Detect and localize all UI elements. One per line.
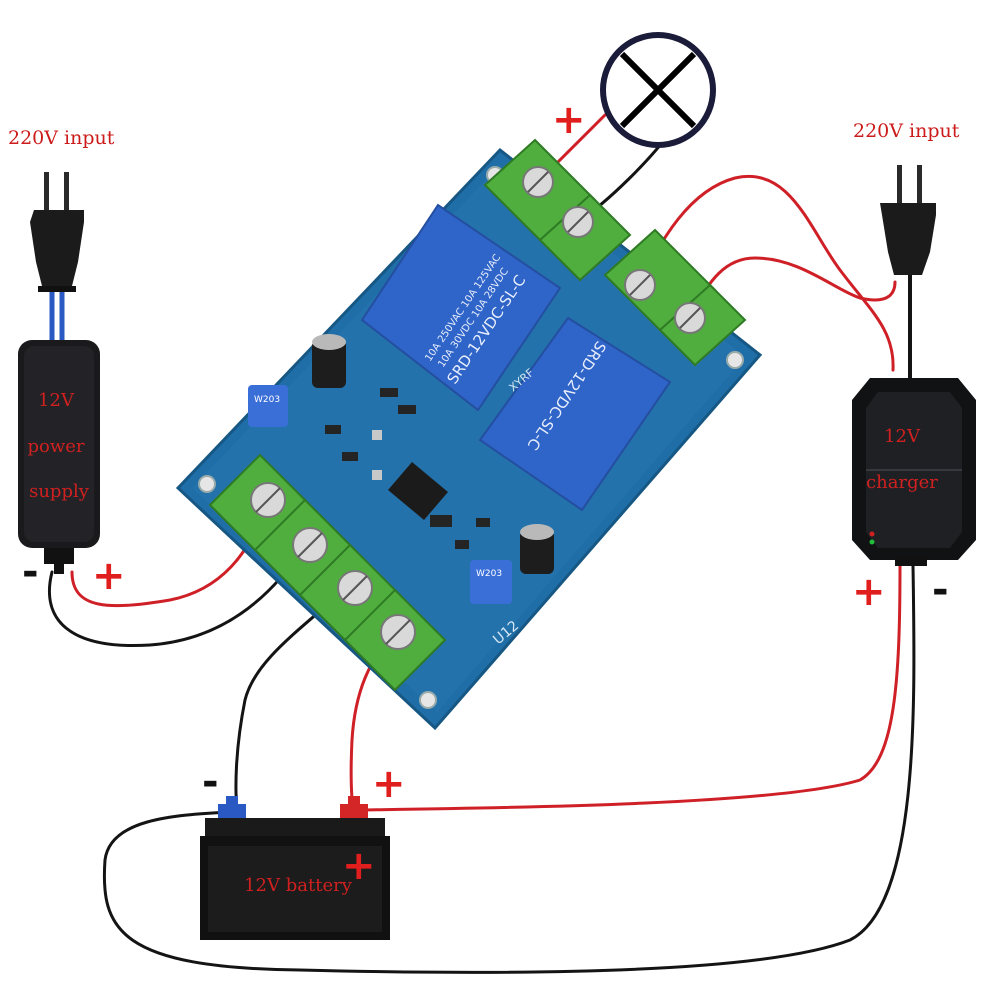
plus-sign-charger: + [852,569,886,615]
input-label-right: 220V input [853,120,960,142]
charger-label-line2: charger [866,472,938,493]
charger [852,378,976,566]
pot-1-label: W203 [254,395,280,405]
battery [200,796,390,940]
potentiometer-1: W203 [248,385,288,427]
relay-board: SRD-12VDC-SL-C 10A 250VAC 10A 125VAC 10A… [175,138,763,731]
lamp-symbol-icon [600,32,716,148]
minus-sign-charger: - [932,567,949,613]
plug-icon [30,172,84,340]
capacitor-2 [520,524,554,574]
terminal-block-top [483,138,747,367]
wire-supply-negative [47,543,307,648]
power-supply [18,340,100,574]
potentiometer-2: W203 [470,560,512,604]
minus-sign-power-supply: - [22,549,39,595]
plug-icon [880,165,936,275]
power-supply-label-line1: 12V [38,390,74,411]
wire-charger-negative [102,563,916,974]
terminal-block-bottom [208,453,447,692]
minus-sign-battery: - [202,759,219,805]
plus-sign-battery: + [342,843,376,889]
plus-sign-battery-wire: + [372,761,406,807]
wire-charger-ac-1 [638,174,895,372]
plus-sign-lamp: + [552,97,586,143]
wire-charger-ac-2 [688,256,897,317]
input-label-left: 220V input [8,127,115,149]
wires [47,113,916,974]
wire-battery-negative [234,583,352,812]
power-supply-label-line2: power [27,436,85,457]
wire-charger-positive [358,563,902,812]
ic-chip [388,462,448,520]
capacitor-1 [312,334,346,388]
pot-2-label: W203 [476,569,502,579]
battery-label: 12V battery [244,875,352,896]
relay-1: SRD-12VDC-SL-C 10A 250VAC 10A 125VAC 10A… [360,203,562,412]
small-components [325,388,490,549]
plus-sign-power-supply: + [92,553,126,599]
charger-label-line1: 12V [884,426,920,447]
power-supply-label-line3: supply [29,481,89,502]
